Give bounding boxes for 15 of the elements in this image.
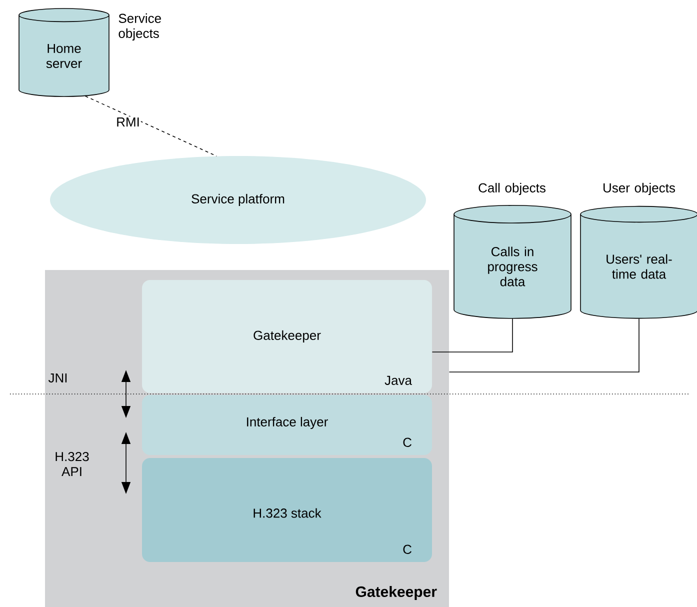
store-caption: Call objects bbox=[478, 182, 546, 196]
connector-line bbox=[432, 318, 513, 352]
database-cylinder: Users' real-time data bbox=[580, 206, 697, 319]
store-caption: Service objects bbox=[118, 13, 161, 41]
edge-label: RMI bbox=[115, 116, 141, 128]
connector-line bbox=[84, 96, 217, 156]
layer-box: Gatekeeper Java bbox=[142, 280, 432, 393]
layer-box: H.323 stack C bbox=[142, 458, 432, 562]
connector-line bbox=[448, 318, 640, 372]
interface-label: JNI bbox=[48, 373, 67, 383]
store-caption: User objects bbox=[604, 182, 675, 196]
layer-box: Interface layer C bbox=[142, 395, 432, 455]
database-cylinder: Calls in progress data bbox=[454, 205, 572, 319]
interface-label: H.323 API bbox=[56, 452, 89, 476]
database-cylinder: Home server bbox=[18, 8, 110, 97]
